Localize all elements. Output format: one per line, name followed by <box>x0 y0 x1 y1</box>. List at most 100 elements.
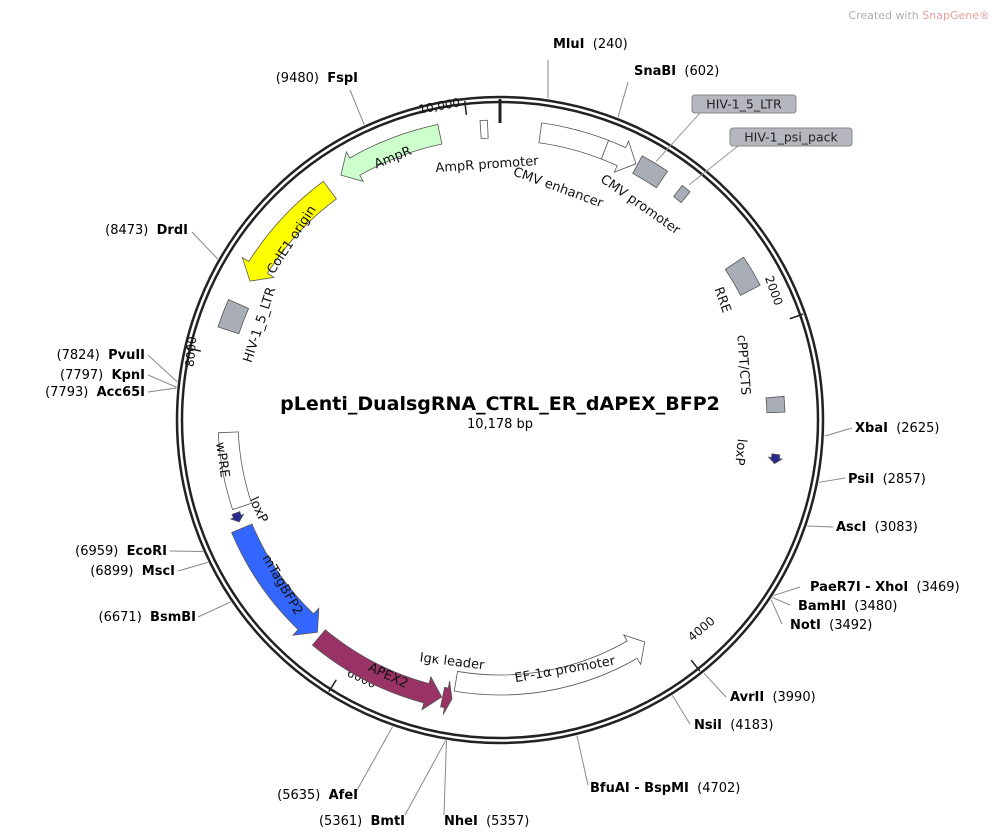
enzyme-site[interactable]: AscI (3083) <box>836 520 918 535</box>
enzyme-position: (9480) <box>276 71 319 86</box>
enzyme-position: (6959) <box>75 544 118 559</box>
feature-rre[interactable] <box>724 256 761 296</box>
enzyme-site[interactable]: (5635) AfeI <box>277 788 358 803</box>
enzyme-position: (6899) <box>90 564 133 579</box>
feature-label: Igκ leader <box>419 651 486 674</box>
enzyme-name: PsiI <box>848 472 874 487</box>
tick-label: 2000 <box>762 274 786 307</box>
feature-ig-leader[interactable] <box>440 681 453 715</box>
enzyme-site[interactable]: (6959) EcoRI <box>75 544 167 559</box>
enzyme-name: FspI <box>327 71 358 86</box>
enzyme-site[interactable]: AvrII (3990) <box>730 690 816 705</box>
enzyme-name: BsmBI <box>150 610 196 625</box>
callout-box[interactable] <box>729 127 853 147</box>
enzyme-line <box>404 740 447 816</box>
enzyme-position: (3492) <box>829 618 872 633</box>
enzyme-line <box>770 599 783 625</box>
enzyme-site[interactable]: NsiI (4183) <box>694 718 773 733</box>
feature-label: CMV enhancer <box>511 165 606 212</box>
enzyme-line <box>443 740 447 816</box>
enzyme-site[interactable]: BfuAI - BspMI (4702) <box>590 781 740 796</box>
tick-mark <box>690 659 701 672</box>
enzyme-name: AfeI <box>329 788 358 803</box>
watermark: Created with SnapGene® <box>848 9 990 22</box>
enzyme-line <box>147 374 177 388</box>
enzyme-name: BfuAI - BspMI <box>590 781 689 796</box>
enzyme-site[interactable]: (7797) KpnI <box>60 368 145 383</box>
feature-cmv-enhancer[interactable] <box>538 122 610 160</box>
feature-loxp[interactable] <box>229 511 245 523</box>
enzyme-name: AscI <box>836 520 866 535</box>
feature-cmv-promoter[interactable] <box>600 139 637 173</box>
enzyme-name: BmtI <box>370 814 405 829</box>
enzyme-line <box>355 726 393 793</box>
enzyme-line <box>147 387 177 393</box>
enzyme-name: MluI <box>553 37 584 52</box>
feature-label: RRE <box>710 285 733 315</box>
enzyme-position: (5357) <box>486 814 529 829</box>
enzyme-site[interactable]: NotI (3492) <box>790 618 872 633</box>
enzyme-site[interactable]: (9480) FspI <box>276 71 358 86</box>
feature-cppt-cts[interactable] <box>765 395 786 414</box>
feature-label: CMV promoter <box>597 172 683 238</box>
enzyme-position: (5361) <box>319 814 362 829</box>
feature-apex2[interactable] <box>311 629 443 711</box>
enzyme-line <box>147 354 178 383</box>
feature-mtagbfp2[interactable] <box>231 523 320 636</box>
enzyme-position: (240) <box>593 37 628 52</box>
enzyme-site[interactable]: XbaI (2625) <box>855 421 939 436</box>
feature-ampr[interactable] <box>340 123 443 183</box>
tick-mark <box>328 679 337 692</box>
callout-box[interactable] <box>691 94 797 114</box>
enzyme-site[interactable]: PsiI (2857) <box>848 472 926 487</box>
enzyme-site[interactable]: BamHI (3480) <box>798 599 897 614</box>
enzyme-name: NsiI <box>694 718 722 733</box>
enzyme-site[interactable]: (7824) PvuII <box>57 348 145 363</box>
enzyme-line <box>672 695 691 725</box>
enzyme-site[interactable]: MluI (240) <box>553 37 628 52</box>
tick-label: 10,000 <box>417 96 461 117</box>
enzyme-site[interactable]: (5361) BmtI <box>319 814 405 829</box>
enzyme-position: (8473) <box>105 223 148 238</box>
enzyme-position: (7793) <box>45 385 88 400</box>
enzyme-site[interactable]: (7793) Acc65I <box>45 385 145 400</box>
enzyme-name: DrdI <box>157 223 188 238</box>
enzymes: MluI (240) SnaBI (602) XbaI (2625) PsiI (28… <box>45 37 960 829</box>
backbone-ring <box>175 95 825 745</box>
enzyme-name: PaeR7I - XhoI <box>810 580 908 595</box>
enzyme-site[interactable]: PaeR7I - XhoI (3469) <box>810 580 960 595</box>
enzyme-position: (6671) <box>99 610 142 625</box>
enzyme-site[interactable]: NheI (5357) <box>444 814 529 829</box>
enzyme-position: (3083) <box>875 520 918 535</box>
enzyme-line <box>576 735 589 786</box>
feature-hiv-1-5-ltr[interactable] <box>217 299 250 335</box>
enzyme-site[interactable]: (6899) MscI <box>90 564 175 579</box>
tick-mark <box>789 313 804 320</box>
enzyme-line <box>191 231 219 260</box>
enzyme-line <box>703 672 727 698</box>
feature-label: AmpR promoter <box>435 154 540 176</box>
enzyme-position: (602) <box>684 64 719 79</box>
enzyme-name: NotI <box>790 618 821 633</box>
feature-loxp[interactable] <box>767 453 784 465</box>
enzyme-line <box>617 81 629 118</box>
feature-ampr-promoter[interactable] <box>479 119 489 140</box>
enzyme-site[interactable]: (8473) DrdI <box>105 223 188 238</box>
enzyme-position: (2857) <box>883 472 926 487</box>
feature-cole1-origin[interactable] <box>241 180 337 282</box>
enzyme-position: (3469) <box>916 580 959 595</box>
enzyme-position: (5635) <box>277 788 320 803</box>
feature-wpre[interactable] <box>217 431 253 511</box>
feature-hiv-1-psi-pack[interactable] <box>673 184 691 204</box>
enzyme-name: MscI <box>142 564 175 579</box>
enzyme-line <box>177 561 208 572</box>
enzyme-site[interactable]: (6671) BsmBI <box>99 610 196 625</box>
enzyme-site[interactable]: SnaBI (602) <box>634 64 719 79</box>
feature-ef-1-promoter[interactable] <box>453 634 646 696</box>
enzyme-position: (7797) <box>60 368 103 383</box>
enzyme-line <box>773 586 801 597</box>
tick-label: 4000 <box>685 614 717 644</box>
feature-hiv-1-5-ltr[interactable] <box>632 155 669 189</box>
